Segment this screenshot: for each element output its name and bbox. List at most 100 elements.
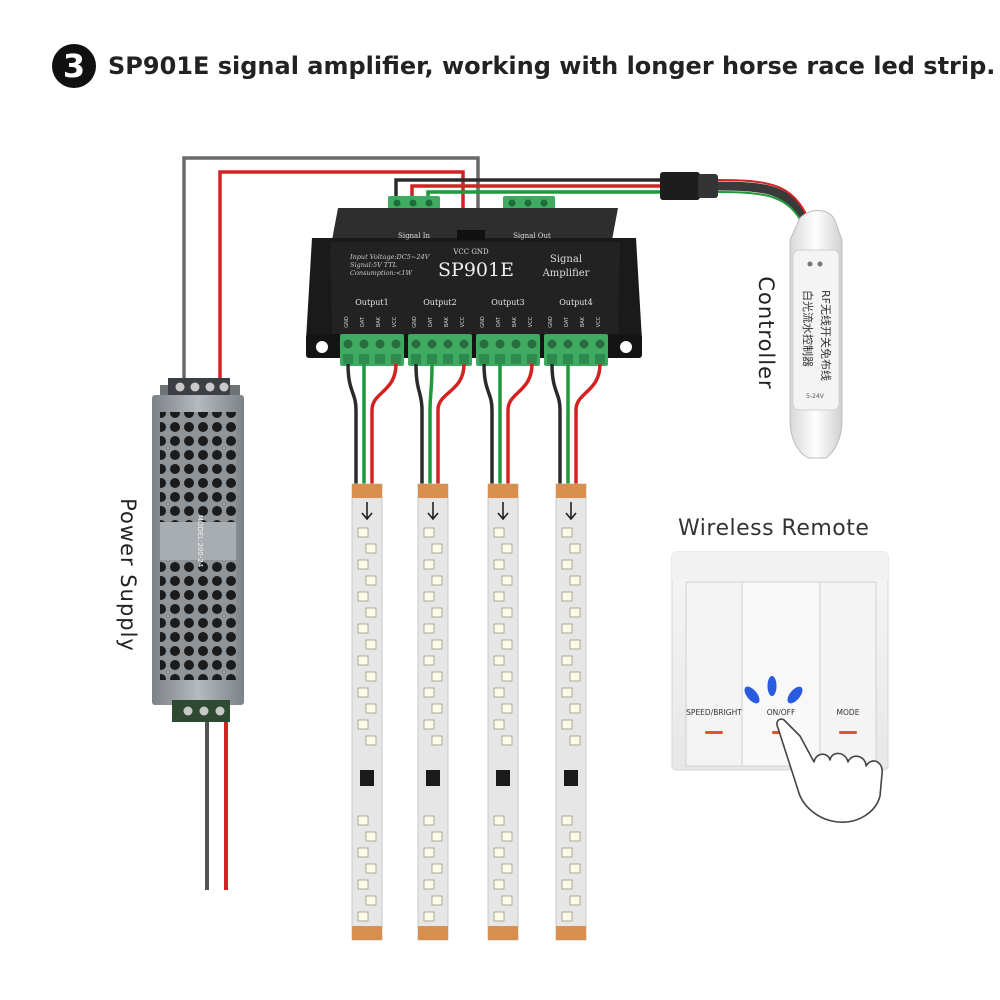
led-chip [357,815,369,826]
page-title: SP901E signal amplifier, working with lo… [108,52,996,80]
terminal-screw [359,339,369,349]
pin-label-dat: DAT [428,316,434,327]
led-chip [569,831,581,842]
power-supply-label: Power Supply [116,498,140,652]
led-chip [365,895,377,906]
terminal-slot [411,354,421,364]
strip-solder-pads-top [418,484,448,498]
terminal-slot [343,354,353,364]
controller-chinese-line-2: RF无线开关免布线 [819,290,833,381]
output-wire [414,363,424,488]
terminal-screw [411,339,421,349]
led-chip [501,895,513,906]
led-chip [431,831,443,842]
terminal-slot [359,354,369,364]
terminal-screw [375,339,385,349]
output-terminal-block-3 [476,334,540,366]
led-chip [501,639,513,650]
led-chip [561,879,573,890]
led-chip [423,559,435,570]
led-chip [365,831,377,842]
led-chip [431,543,443,554]
signal-in-label: Signal In [398,232,430,240]
led-chip [561,719,573,730]
pin-label-vcc: VCC [460,316,466,327]
spec-line-3: Consumption:<1W [350,269,413,277]
pin-label-vcc: VCC [528,316,534,327]
terminal-slot [443,354,453,364]
remote-indicator-light [705,731,723,734]
output-terminal-block-2 [408,334,472,366]
ic-chip [496,770,510,786]
led-chip [501,543,513,554]
remote-button-on-off[interactable]: ON/OFF [767,708,796,717]
led-chip [561,591,573,602]
led-chip [493,719,505,730]
led-chip [569,575,581,586]
led-chip [501,575,513,586]
strip-solder-pads-top [556,484,586,498]
led-chip [365,543,377,554]
terminal-screw [527,339,537,349]
led-chip [365,703,377,714]
terminal-slot [547,354,557,364]
output-wire [482,363,494,488]
terminal-slot [579,354,589,364]
pin-label-dat: DAT [564,316,570,327]
output-label-4: Output4 [559,298,593,307]
led-chip [423,687,435,698]
led-chip [493,623,505,634]
terminal-screw [459,339,469,349]
led-chip [423,655,435,666]
led-chip [365,735,377,746]
strip-solder-pads-top [488,484,518,498]
led-chip [569,671,581,682]
output-label-2: Output2 [423,298,457,307]
led-chip [501,607,513,618]
data-direction-arrow-icon [427,502,439,521]
led-chip [357,911,369,922]
terminal-slot [563,354,573,364]
terminal-slot [375,354,385,364]
led-chip [365,671,377,682]
led-chip [493,911,505,922]
led-chip [431,575,443,586]
output-wire [574,363,602,488]
pointing-hand [776,718,883,823]
led-chip [493,847,505,858]
rf-controller: 白光流水控制器 RF无线开关免布线 5-24V [789,210,843,459]
led-chip [569,543,581,554]
led-chip [357,527,369,538]
pin-label-bak: BAK [444,316,450,327]
led-chip [431,735,443,746]
remote-button-mode[interactable]: MODE [837,708,860,717]
terminal-screw [547,339,557,349]
ic-chip [426,770,440,786]
led-chip [431,671,443,682]
jst-connector [660,172,718,200]
terminal-screw [511,339,521,349]
signal-out-label: Signal Out [513,232,551,240]
terminal-screw [427,339,437,349]
led-chip [493,815,505,826]
led-chip [561,687,573,698]
data-direction-arrow-icon [565,502,577,521]
led-chip [501,703,513,714]
led-chip [561,559,573,570]
pin-label-dat: DAT [496,316,502,327]
led-chip [357,655,369,666]
spec-line-2: Signal:5V TTL [350,261,397,269]
led-chip [357,623,369,634]
strip-solder-pads-top [352,484,382,498]
remote-button-speed-bright[interactable]: SPEED/BRIGHT [686,708,742,717]
led-chip [569,895,581,906]
wire-bundle-to-controller [715,181,811,225]
led-chip [561,847,573,858]
remote-press-indicator [744,676,803,704]
terminal-screw [391,339,401,349]
wire-gray-psu-to-amp [182,156,480,385]
led-chip [423,847,435,858]
terminal-screw [595,339,605,349]
pin-label-gnd: GND [412,316,418,328]
